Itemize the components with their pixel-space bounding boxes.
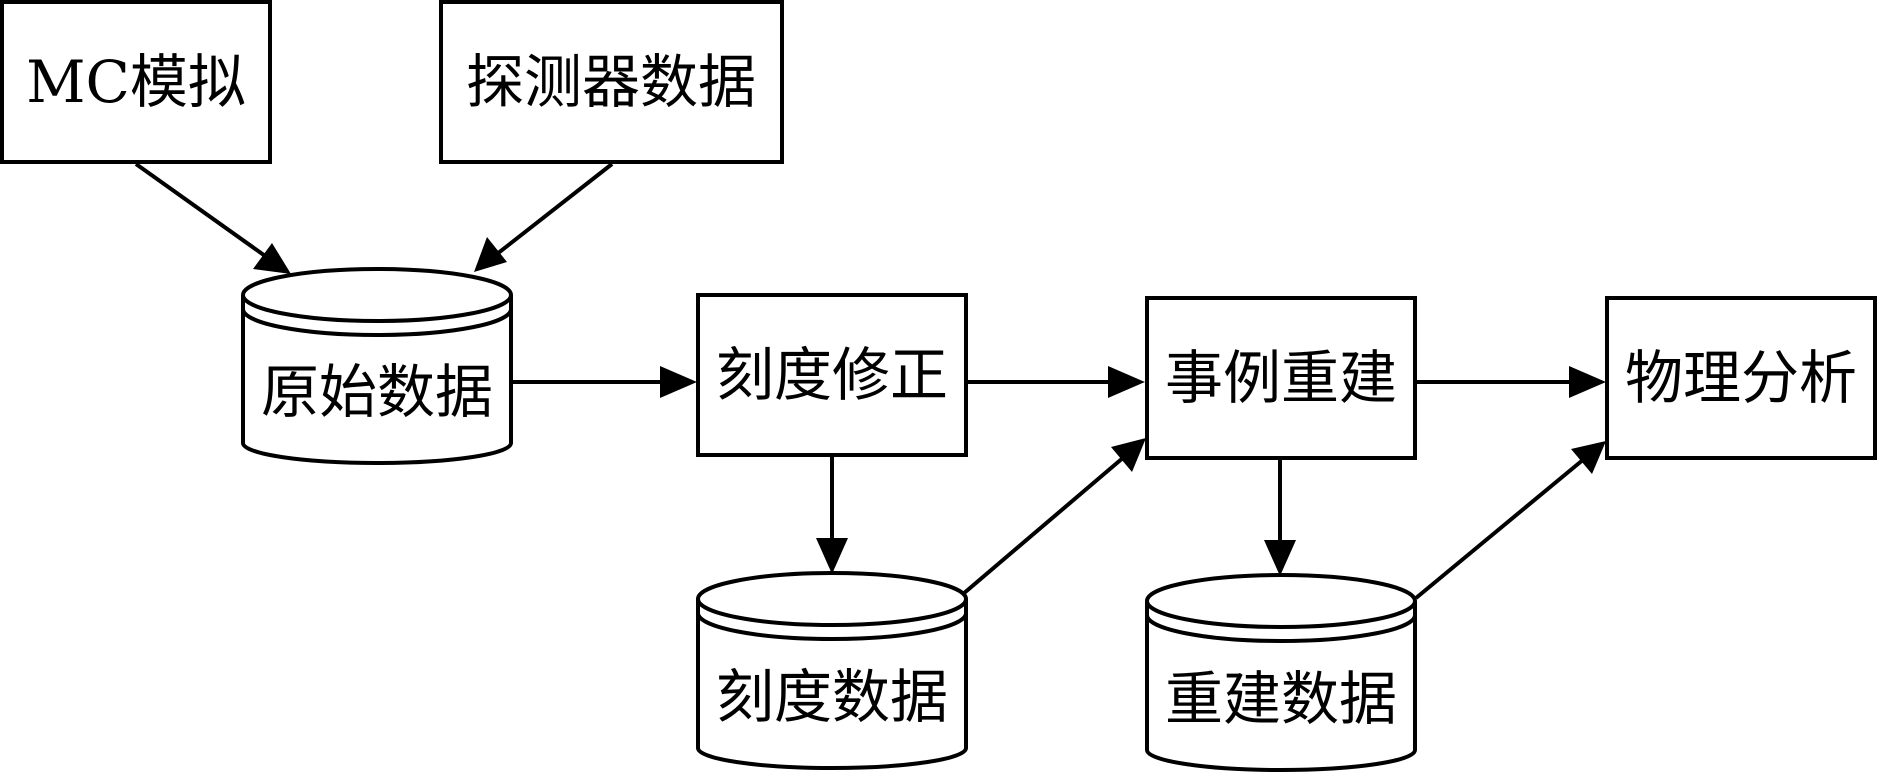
cylinder-rim: [696, 612, 968, 641]
node-calib-data: 刻度数据: [696, 571, 968, 770]
arrowhead: [660, 366, 697, 398]
arrowhead: [1108, 366, 1145, 398]
arrowhead: [1569, 366, 1606, 398]
cylinder-top: [1145, 573, 1417, 629]
node-raw-data: 原始数据: [241, 267, 513, 465]
process-box: [696, 293, 968, 457]
cylinder-body: [1145, 601, 1417, 772]
arrowhead: [1571, 441, 1606, 474]
node-detector-data: 探测器数据: [439, 0, 784, 164]
cylinder-rim: [241, 308, 513, 337]
cylinder-rim: [1145, 614, 1417, 643]
node-label: 重建数据: [1165, 665, 1397, 733]
cylinder-top: [696, 571, 968, 627]
arrowhead: [1264, 540, 1296, 576]
arrowhead: [1111, 438, 1146, 472]
node-physics: 物理分析: [1605, 296, 1877, 460]
edge-calibdata-to-reco: [961, 455, 1126, 596]
node-label: 事例重建: [1165, 344, 1397, 412]
edge-mc-to-raw: [134, 162, 270, 260]
node-calibration: 刻度修正: [696, 293, 968, 457]
cylinder-top: [241, 267, 513, 323]
arrowhead: [474, 237, 507, 272]
process-box: [1605, 296, 1877, 460]
node-mc-sim: MC模拟: [0, 0, 272, 164]
process-box: [1145, 296, 1417, 460]
node-label: 刻度数据: [716, 663, 948, 731]
node-label: 刻度修正: [716, 341, 948, 409]
cylinder-body: [241, 295, 513, 465]
edge-detector-to-raw: [495, 162, 614, 256]
process-box: [0, 0, 272, 164]
node-label: 探测器数据: [466, 48, 756, 116]
node-label: 物理分析: [1625, 344, 1857, 412]
edges: [134, 162, 1606, 600]
process-box: [439, 0, 784, 164]
node-event-reco: 事例重建: [1145, 296, 1417, 460]
cylinder-body: [696, 599, 968, 770]
arrowhead: [816, 538, 848, 574]
node-label: 原始数据: [261, 358, 493, 426]
edge-recodata-to-physics: [1414, 457, 1586, 600]
arrowhead: [253, 243, 291, 274]
node-label: MC模拟: [26, 48, 246, 116]
node-reco-data: 重建数据: [1145, 573, 1417, 772]
